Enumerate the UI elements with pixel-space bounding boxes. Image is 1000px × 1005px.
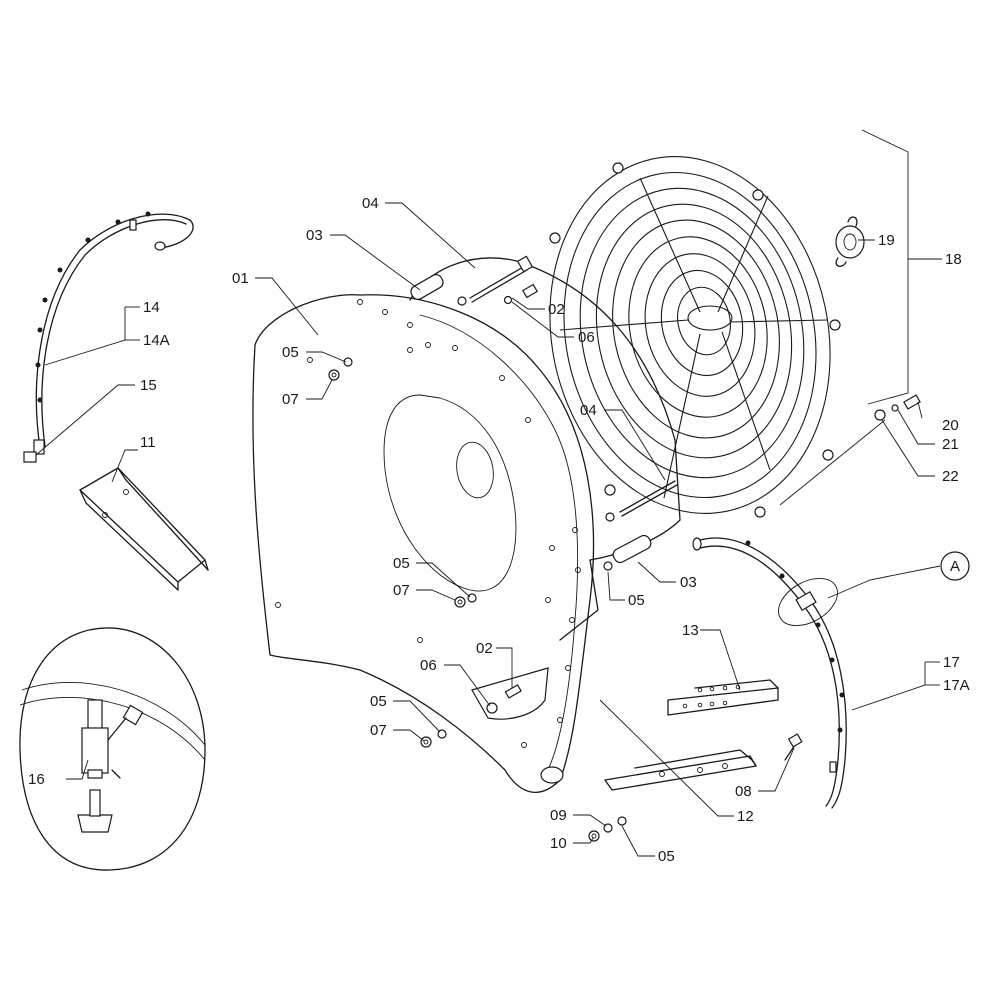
label-detail-a: A xyxy=(950,558,960,575)
label-14: 14 xyxy=(143,299,160,316)
label-01: 01 xyxy=(232,270,249,287)
upper-tie-rod xyxy=(410,255,539,306)
label-15: 15 xyxy=(140,377,157,394)
label-12: 12 xyxy=(737,808,754,825)
bolt-08 xyxy=(784,733,803,761)
support-bracket-13 xyxy=(667,679,779,716)
label-17: 17 xyxy=(943,654,960,671)
label-07-a: 07 xyxy=(282,391,299,408)
label-18: 18 xyxy=(945,251,962,268)
label-07-b: 07 xyxy=(393,582,410,599)
label-16: 16 xyxy=(28,771,45,788)
detail-a-callout xyxy=(940,551,970,581)
label-06-lower: 06 xyxy=(420,657,437,674)
label-19: 19 xyxy=(878,232,895,249)
label-03-upper: 03 xyxy=(306,227,323,244)
fan-housing xyxy=(252,257,681,793)
support-bracket-11 xyxy=(79,467,209,591)
label-08: 08 xyxy=(735,783,752,800)
label-02-upper: 02 xyxy=(548,301,565,318)
label-21: 21 xyxy=(942,436,959,453)
guard-fasteners xyxy=(874,394,921,421)
label-05-b: 05 xyxy=(393,555,410,572)
detail-a-inset xyxy=(19,627,206,871)
label-20: 20 xyxy=(942,417,959,434)
clip-19 xyxy=(835,216,865,267)
fan-guard-grille xyxy=(549,156,841,518)
leader-lines xyxy=(35,129,942,857)
label-07-c: 07 xyxy=(370,722,387,739)
part-labels: 01 02 02 03 03 04 04 05 05 05 05 05 06 0… xyxy=(28,195,970,865)
label-03-lower: 03 xyxy=(680,574,697,591)
label-09: 09 xyxy=(550,807,567,824)
support-bracket-12 xyxy=(604,749,757,791)
lower-tie-rod xyxy=(603,480,678,571)
label-05-a: 05 xyxy=(282,344,299,361)
label-02-lower: 02 xyxy=(476,640,493,657)
label-14a: 14A xyxy=(143,332,170,349)
spray-hose-14 xyxy=(23,211,194,463)
spray-hose-17 xyxy=(692,537,847,809)
label-05-c: 05 xyxy=(628,592,645,609)
label-04-lower: 04 xyxy=(580,402,597,419)
label-17a: 17A xyxy=(943,677,970,694)
label-05-d: 05 xyxy=(370,693,387,710)
label-11: 11 xyxy=(140,434,156,451)
label-10: 10 xyxy=(550,835,567,852)
label-05-e: 05 xyxy=(658,848,675,865)
mounting-bracket xyxy=(471,667,549,720)
label-04-upper: 04 xyxy=(362,195,379,212)
housing-fasteners xyxy=(328,357,627,842)
label-13: 13 xyxy=(682,622,699,639)
label-22: 22 xyxy=(942,468,959,485)
label-06-upper: 06 xyxy=(578,329,595,346)
